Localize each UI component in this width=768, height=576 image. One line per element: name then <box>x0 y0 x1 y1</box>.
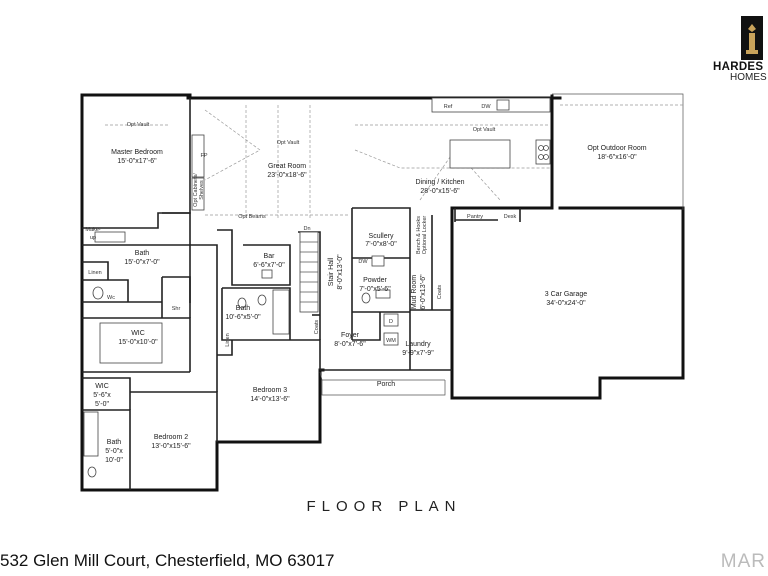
label-opt-vault: Opt Vault <box>127 122 150 128</box>
room-name: Bath <box>107 439 122 446</box>
label-makeup: up <box>90 235 96 241</box>
label-opt-vault: Opt Vault <box>473 127 496 133</box>
vault-lines <box>105 104 683 220</box>
label-fp: FP <box>200 153 207 159</box>
room-name: Dining / Kitchen <box>415 179 464 186</box>
label-linen: Linen <box>88 270 101 276</box>
label-opt-cabinets: Opt Cabinets/ <box>193 173 199 207</box>
room-name: Bath <box>236 305 251 312</box>
watermark: MAR <box>720 551 766 572</box>
label-linen: Linen <box>225 333 231 346</box>
room-dims: 10'-6"x5'-0" <box>225 314 261 321</box>
fixtures <box>83 97 551 478</box>
property-address: 532 Glen Mill Court, Chesterfield, MO 63… <box>0 551 335 570</box>
label-bench-hooks: Bench & Hooks <box>416 216 422 254</box>
room-name: Mud Room <box>411 275 418 309</box>
label-wm: WM <box>386 338 396 344</box>
room-name: Foyer <box>341 332 360 339</box>
room-dims: 18'-6"x16'-0" <box>597 154 637 161</box>
label-dw: DW <box>358 259 368 265</box>
label-optional-locker: Optional Locker <box>422 216 428 255</box>
room-name: 3 Car Garage <box>545 291 588 298</box>
room-dims: 15'-0"x10'-0" <box>118 339 158 346</box>
room-name: Scullery <box>369 233 394 240</box>
room-dims: 13'-0"x15'-6" <box>151 443 191 450</box>
label-dw: DW <box>481 104 491 110</box>
room-name: Powder <box>363 277 387 284</box>
room-name: Laundry <box>405 341 431 348</box>
room-dims: 5'-6"x <box>93 392 111 399</box>
room-dims: 7'-0"x5'-6" <box>359 286 391 293</box>
room-dims: 34'-0"x24'-0" <box>546 300 586 307</box>
label-makeup: Make- <box>85 227 100 233</box>
room-name: Bath <box>135 250 150 257</box>
room-dims: 23'-0"x18'-6" <box>267 172 307 179</box>
label-pantry: Pantry <box>467 214 483 220</box>
room-dims: 28'-0"x15'-6" <box>420 188 460 195</box>
floor-plan-caption: FLOOR PLAN <box>306 498 462 515</box>
room-name: WIC <box>131 330 145 337</box>
hardesty-logo-icon <box>741 16 763 60</box>
room-dims: 10'-0" <box>105 457 123 464</box>
room-name: Opt Outdoor Room <box>587 145 646 152</box>
label-shelves: Shelves <box>199 180 205 200</box>
label-coats: Coats <box>314 320 320 335</box>
room-name: Master Bedroom <box>111 149 163 156</box>
room-dims: 6'-0"x13'-6" <box>420 274 427 310</box>
room-name: Stair Hall <box>328 257 335 286</box>
room-dims: 5'-0" <box>95 401 109 408</box>
label-shr: Shr <box>172 306 181 312</box>
room-dims: 8'-0"x13'-0" <box>337 254 344 290</box>
label-coats: Coats <box>437 285 443 300</box>
label-wc: Wc <box>107 295 115 301</box>
room-dims: 5'-0"x <box>105 448 123 455</box>
room-name: WIC <box>95 383 109 390</box>
room-dims: 9'-9"x7'-9" <box>402 350 434 357</box>
room-name: Bedroom 3 <box>253 387 287 394</box>
room-dims: 8'-0"x7'-6" <box>334 341 366 348</box>
label-desk: Desk <box>504 214 517 220</box>
room-labels: Opt Vault Master Bedroom 15'-0"x17'-6" O… <box>85 104 646 464</box>
room-name: Bar <box>264 253 276 260</box>
brand-sub: HOMES <box>730 72 767 83</box>
room-dims: 15'-0"x17'-6" <box>117 158 157 165</box>
room-dims: 14'-0"x13'-6" <box>250 396 290 403</box>
label-opt-vault: Opt Vault <box>277 140 300 146</box>
label-dn: Dn <box>303 226 310 232</box>
room-dims: 7'-0"x8'-0" <box>365 241 397 248</box>
room-dims: 15'-0"x7'-0" <box>124 259 160 266</box>
room-name: Bedroom 2 <box>154 434 188 441</box>
label-d: D <box>389 319 393 325</box>
label-ref: Ref <box>444 104 453 110</box>
brand-name: HARDES <box>713 61 764 73</box>
interior-walls <box>82 98 521 490</box>
label-opt-beams: Opt Beams <box>238 214 266 220</box>
room-dims: 6'-6"x7'-0" <box>253 262 285 269</box>
room-name: Great Room <box>268 163 306 170</box>
label-porch: Porch <box>377 381 395 388</box>
